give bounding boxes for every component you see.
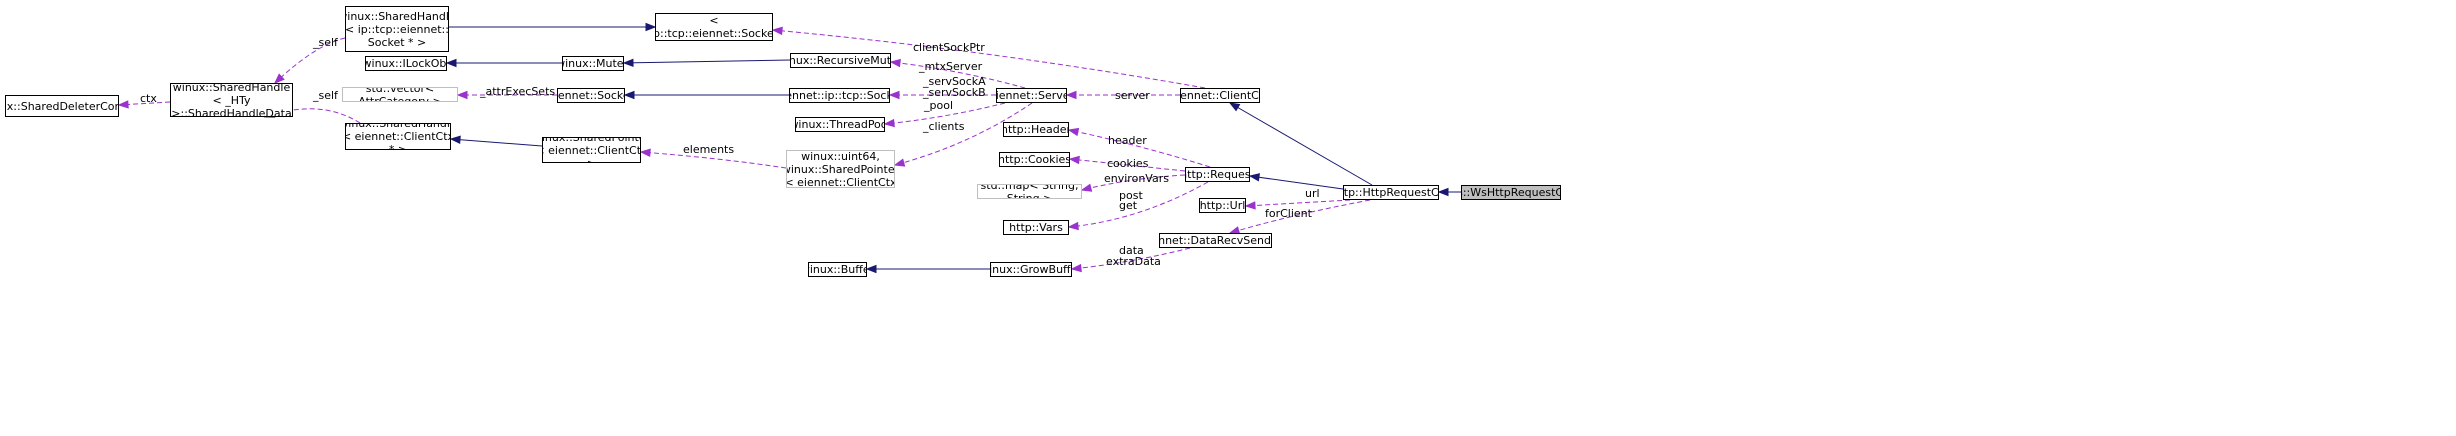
- edge-shcc-to-spcc-arrowhead: [449, 135, 461, 144]
- edge-label-url: url: [1305, 187, 1320, 200]
- node-eiennet-client-ctx[interactable]: eiennet::ClientCtx: [1180, 88, 1260, 103]
- node-winux-grow-buffer[interactable]: winux::GrowBuffer: [990, 262, 1072, 277]
- node-winux-thread-pool[interactable]: winux::ThreadPool: [795, 117, 885, 132]
- edge-shsock-to-spsock-arrowhead: [645, 22, 657, 32]
- node-winux-shared-handle-socket[interactable]: winux::SharedHandle < ip::tcp::eiennet::…: [345, 6, 449, 52]
- node-std-map-string-string: std::map< String, String >: [977, 184, 1082, 199]
- node-http-request[interactable]: http::Request: [1185, 167, 1250, 182]
- edge-environ-vars: [1081, 174, 1186, 191]
- edge-label-header: header: [1108, 134, 1147, 147]
- node-eiennet-server[interactable]: eiennet::Server: [996, 88, 1067, 103]
- edge-label-post: post: [1119, 189, 1143, 202]
- node-eiennet-ip-tcp-socket[interactable]: eiennet::ip::tcp::Socket: [789, 88, 890, 103]
- node-http-http-request-ctx[interactable]: http::HttpRequestCtx: [1343, 185, 1439, 200]
- edge-environ-vars-arrowhead: [1080, 183, 1093, 192]
- edge-post-get: [1068, 181, 1209, 228]
- edge-serv-sock-arrowhead: [888, 90, 900, 100]
- edge-self-top-arrowhead: [273, 73, 285, 84]
- edge-self-top: [274, 37, 346, 84]
- edge-ws-to-httprequestctx-arrowhead: [1437, 187, 1449, 197]
- edge-esock-to-tsock-arrowhead: [623, 90, 635, 100]
- edge-httprequestctx-to-clientctx-arrowhead: [1228, 102, 1241, 112]
- edge-header-arrowhead: [1067, 127, 1080, 137]
- edge-label-clients: _clients: [923, 120, 965, 133]
- edge-server-arrowhead: [1065, 90, 1077, 100]
- edge-shcc-to-spcc: [450, 138, 543, 147]
- node-winux-shared-pointer-client-ctx[interactable]: winux::SharedPointer < eiennet::ClientCt…: [542, 137, 641, 163]
- edge-header: [1068, 129, 1211, 168]
- node-winux-shared-handle-client-ctx[interactable]: winux::SharedHandle < eiennet::ClientCtx…: [345, 123, 451, 150]
- edge-label-ctx: ctx: [140, 92, 157, 105]
- edge-label-get: get: [1119, 199, 1138, 212]
- node-winux-shared-deleter-context[interactable]: winux::SharedDeleterContext: [5, 95, 119, 117]
- edge-self-bottom: [264, 108, 361, 124]
- node-std-map-clients: std::map< winux::uint64, winux::SharedPo…: [786, 150, 895, 188]
- edge-clients-arrowhead: [893, 158, 906, 167]
- edge-clients: [894, 102, 1033, 166]
- edge-label-self-bottom: _self: [313, 89, 338, 102]
- edge-pool: [884, 102, 1006, 125]
- edge-attr-exec-sets-arrowhead: [456, 90, 468, 100]
- edge-label-attr-exec-sets: _attrExecSets: [480, 85, 556, 98]
- edge-label-cookies: cookies: [1107, 157, 1149, 170]
- edge-mutex-to-rmutex: [623, 59, 791, 64]
- node-winux-mutex[interactable]: winux::Mutex: [562, 56, 624, 71]
- edge-label-client-sock-ptr: clientSockPtr: [913, 41, 985, 54]
- edge-label-extra-data: extraData: [1106, 255, 1161, 268]
- edge-buffer-to-growbuffer-arrowhead: [865, 264, 877, 274]
- edge-httprequestctx-to-request: [1249, 175, 1344, 190]
- edge-mutex-to-rmutex-arrowhead: [622, 58, 634, 68]
- node-eiennet-data-recv-send-ctx[interactable]: eiennet::DataRecvSendCtx: [1159, 233, 1272, 248]
- edge-label-mtx-server: _mtxServer: [919, 60, 983, 73]
- node-winux-buffer[interactable]: winux::Buffer: [808, 262, 867, 277]
- node-std-vector-attr-category: std::vector< AttrCategory >: [342, 87, 458, 102]
- edge-label-self-top: _self: [313, 36, 338, 49]
- node-http-url[interactable]: http::Url: [1199, 198, 1246, 213]
- edge-client-sock-ptr: [772, 29, 1206, 89]
- edge-post-get-arrowhead: [1067, 221, 1079, 231]
- edge-pool-arrowhead: [883, 118, 895, 128]
- node-winux-ilockobj[interactable]: winux::ILockObj: [365, 56, 447, 71]
- edge-label-serv-sock-a: _servSockA: [923, 75, 986, 88]
- edge-label-for-client: forClient: [1265, 207, 1312, 220]
- edge-url-arrowhead: [1244, 201, 1256, 210]
- node-winux-shared-handle-data[interactable]: winux::SharedHandle < _HTy >::SharedHand…: [170, 83, 293, 117]
- edge-label-data: data: [1119, 244, 1144, 257]
- edge-elements: [640, 151, 787, 169]
- edge-mtx-server: [890, 61, 1026, 89]
- edge-url: [1245, 199, 1351, 207]
- edge-label-server: server: [1115, 89, 1150, 102]
- edge-label-pool: _pool: [924, 99, 953, 112]
- node-winux-recursive-mutex[interactable]: winux::RecursiveMutex: [790, 53, 891, 68]
- edge-cookies: [1069, 158, 1186, 172]
- edge-client-sock-ptr-arrowhead: [771, 26, 783, 36]
- edge-label-elements: elements: [683, 143, 735, 156]
- node-http-cookies[interactable]: http::Cookies: [999, 152, 1070, 167]
- node-ws-ws-http-request-ctx: ws::WsHttpRequestCtx: [1461, 185, 1561, 200]
- edge-httprequestctx-to-request-arrowhead: [1248, 173, 1260, 182]
- edge-ctx-arrowhead: [117, 100, 129, 109]
- edge-mtx-server-arrowhead: [889, 58, 901, 68]
- edge-data-extra: [1071, 247, 1191, 270]
- edge-elements-arrowhead: [639, 148, 651, 157]
- node-eiennet-socket[interactable]: eiennet::Socket: [557, 88, 625, 103]
- node-http-header[interactable]: http::Header: [1003, 122, 1069, 137]
- node-http-vars[interactable]: http::Vars: [1003, 220, 1069, 235]
- edge-label-environ-vars: environVars: [1104, 172, 1169, 185]
- edge-for-client: [1229, 199, 1371, 234]
- edge-data-extra-arrowhead: [1070, 263, 1082, 273]
- edge-label-serv-sock-b: _servSockB: [923, 86, 986, 99]
- edge-cookies-arrowhead: [1068, 155, 1080, 165]
- node-winux-shared-pointer-socket[interactable]: winux::SharedPointer < ip::tcp::eiennet:…: [655, 13, 773, 41]
- edge-httprequestctx-to-clientctx: [1229, 102, 1373, 186]
- edge-ilock-to-mutex-arrowhead: [445, 58, 457, 68]
